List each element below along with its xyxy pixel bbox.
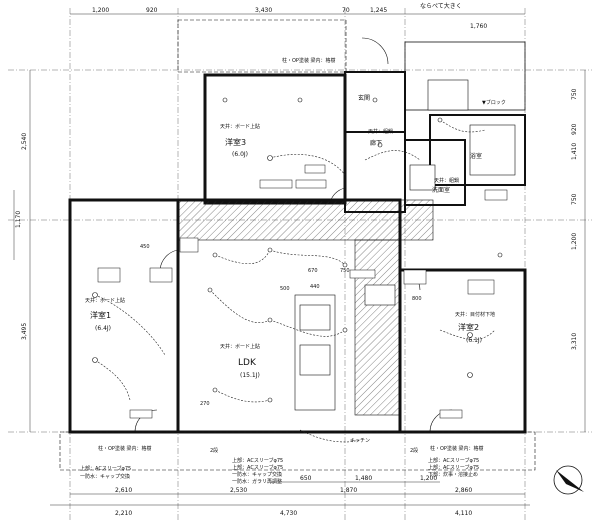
- room-ldk-area: (15.1J): [240, 372, 260, 379]
- bottom-dim-2610: 2,610: [115, 487, 132, 494]
- door-bedroom3: [329, 187, 346, 204]
- right-dim-3310: 3,310: [571, 333, 578, 350]
- wash-basin: [409, 164, 436, 191]
- room-bedroom2-ceiling: 天井：目付材下地: [455, 311, 495, 318]
- corridor-walls: [344, 131, 406, 213]
- electrical-wiring: [94, 119, 496, 443]
- light-points: [92, 97, 503, 403]
- note-sleeve-mid-4: 一防水：ガラリ再調整: [232, 478, 282, 485]
- note-sleeve-mid-3: 一防水：キャップ交換: [232, 471, 282, 478]
- note-dim-440: 440: [310, 284, 320, 290]
- side-dimension-labels: 750 920 1,410 750 1,200 3,310 2,540 1,17…: [15, 88, 578, 350]
- north-arrow: [553, 465, 584, 495]
- left-dim-1170: 1,170: [15, 211, 22, 228]
- toilet-area: [427, 79, 469, 111]
- header-note: ならぺて大きく: [420, 2, 462, 10]
- room-bedroom1-name: 洋室1: [90, 310, 111, 320]
- bottom-balcony: [59, 431, 536, 471]
- door-entry: [361, 37, 389, 65]
- right-dim-750b: 750: [571, 193, 578, 205]
- right-dim-1410: 1,410: [571, 143, 578, 160]
- right-dim-1200: 1,200: [571, 233, 578, 250]
- note-bottom-left: 柱・OP塗装 梁内：格樹: [98, 445, 152, 452]
- room-bedroom1-ceiling: 天井：ボード上貼: [85, 297, 125, 304]
- note-dim-750: 750: [340, 268, 350, 274]
- note-dim-270: 270: [200, 401, 210, 407]
- right-dim-920: 920: [571, 123, 578, 135]
- note-2g-left: 2段: [210, 447, 218, 454]
- room-labels: 天井：ボード上貼 洋室3 (6.0J) 天井：ボード上貼 洋室1 (6.4J) …: [85, 94, 495, 379]
- bottom-dim-2210: 2,210: [115, 510, 132, 517]
- top-balcony: [177, 19, 347, 73]
- bottom-dim-650: 650: [300, 475, 312, 482]
- dimension-lines: [13, 13, 586, 506]
- bath-walls: [429, 114, 526, 186]
- sink: [299, 304, 331, 331]
- room-ldk-name: LDK: [238, 358, 257, 368]
- room-bedroom2-area: (6.1J): [466, 337, 482, 344]
- room-bedroom3-area: (6.0J): [232, 151, 248, 158]
- note-dim-500: 500: [280, 286, 290, 292]
- door-bedroom1: [159, 249, 179, 271]
- note-sleeve-left-2: 一防水：キャップ交換: [80, 473, 130, 480]
- ldk-floor-area: [177, 199, 434, 241]
- note-sleeve-right: 上部：ACスリーブφ75: [428, 457, 479, 464]
- top-dimension-labels: 1,200 920 3,430 70 1,245 1,760 ならぺて大きく: [92, 2, 487, 30]
- room-bedroom3-name: 洋室3: [225, 137, 246, 147]
- bottom-dimension-labels: 650 1,480 1,200 2,610 2,530 1,870 2,860 …: [115, 475, 472, 517]
- bottom-dim-2530: 2,530: [230, 487, 247, 494]
- note-kitchen: キッチン: [350, 438, 370, 444]
- room-ldk-ceiling: 天井：ボード上貼: [220, 343, 260, 350]
- top-dim-1: 1,200: [92, 7, 109, 14]
- room-entry-name: 玄関: [358, 94, 370, 102]
- room-corridor-ceiling: 天井：組鍋: [368, 128, 393, 135]
- room-corridor-name: 廊下: [370, 139, 382, 147]
- room-bedroom1-walls: [68, 198, 180, 434]
- stove: [299, 344, 331, 376]
- bottom-dim-4730: 4,730: [280, 510, 297, 517]
- right-dim-750a: 750: [571, 88, 578, 100]
- note-sleeve-right-3: 下部：炊事・溶接止め: [428, 471, 478, 478]
- room-bedroom3-ceiling: 天井：ボード上貼: [220, 123, 260, 130]
- note-sleeve-mid-2: 上部：ACスリーブφ75: [232, 464, 283, 471]
- note-bottom-right: 柱・OP塗装 梁内：格樹: [430, 445, 484, 452]
- note-sleeve-right-2: 上部：ACスリーブφ75: [428, 464, 479, 471]
- bottom-dim-1200: 1,200: [420, 475, 437, 482]
- top-dim-6: 1,760: [470, 23, 487, 30]
- north-arrow-icon: [556, 470, 584, 492]
- note-dim-670: 670: [308, 268, 318, 274]
- note-top-balcony: 柱・OP塗装 梁内：格樹: [282, 57, 336, 64]
- room-bath-name: 浴室: [470, 152, 482, 160]
- bottom-dim-2860: 2,860: [455, 487, 472, 494]
- walls: [59, 19, 536, 471]
- room-bedroom2-walls: [398, 268, 527, 434]
- small-label-boxes: [97, 164, 508, 419]
- note-sleeve-left: 上部：ACスリーブφ75: [80, 465, 131, 472]
- bathtub: [469, 124, 516, 176]
- room-washroom-ceiling: 天井：組鍋: [434, 177, 459, 184]
- left-dim-2540: 2,540: [21, 133, 28, 150]
- grid-lines: [8, 8, 592, 520]
- kitchen-fixtures: [294, 79, 516, 411]
- note-sleeve-mid: 上部：ACスリーブφ75: [232, 457, 283, 464]
- top-dim-5: 1,245: [370, 7, 387, 14]
- room-bedroom1-area: (6.4J): [95, 325, 111, 332]
- note-dim-800: 800: [412, 296, 422, 302]
- room-washroom-name: 洗面室: [432, 186, 450, 194]
- bottom-dim-1870: 1,870: [340, 487, 357, 494]
- room-bedroom2-name: 洋室2: [458, 322, 479, 332]
- note-2f-right: 2段: [410, 447, 418, 454]
- top-dim-3: 3,430: [255, 7, 272, 14]
- bottom-dim-1480: 1,480: [355, 475, 372, 482]
- note-dim-450: 450: [140, 244, 150, 250]
- kitchen-floor-area: [354, 239, 401, 416]
- top-dim-4: 70: [342, 7, 350, 14]
- left-dim-3495: 3,495: [21, 323, 28, 340]
- top-dim-2: 920: [146, 7, 158, 14]
- bottom-dim-4110: 4,110: [455, 510, 472, 517]
- fridge-space: [364, 284, 396, 306]
- annotation-notes: 柱・OP塗装 梁内：格樹 柱・OP塗装 梁内：格樹 柱・OP塗装 梁内：格樹 上…: [80, 57, 506, 485]
- note-block: ▼ブロック: [482, 99, 506, 106]
